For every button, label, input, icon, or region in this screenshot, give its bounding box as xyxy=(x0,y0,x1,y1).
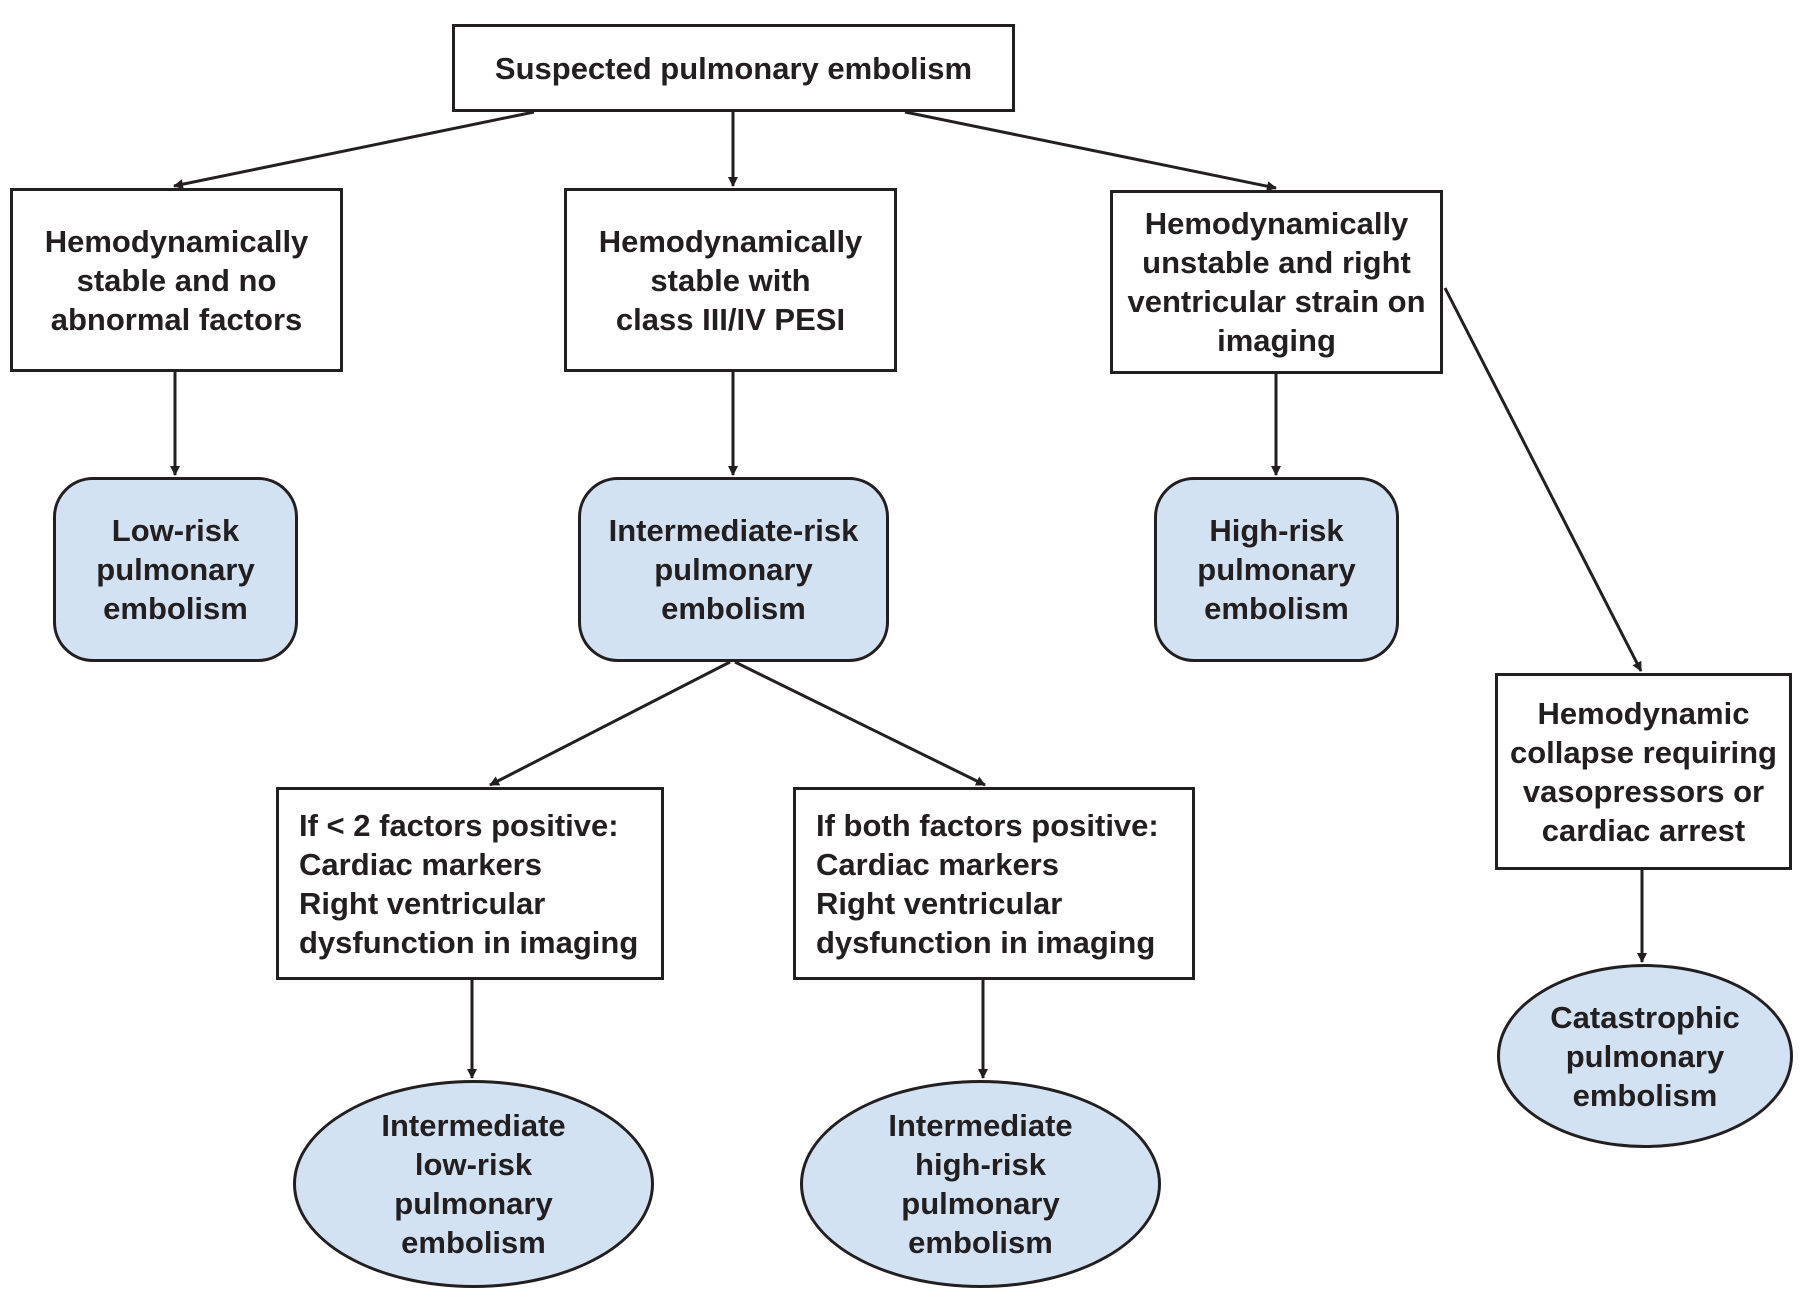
low-risk-outcome: Low-risk pulmonary embolism xyxy=(53,477,298,662)
arrow-intermediate-risk-to-both-factors xyxy=(734,660,986,787)
both-factors-label: If both factors positive: Cardiac marker… xyxy=(816,807,1159,960)
both-factors-box: If both factors positive: Cardiac marker… xyxy=(793,787,1195,980)
unstable-rv-box: Hemodynamically unstable and right ventr… xyxy=(1110,190,1443,374)
high-risk-label: High-risk pulmonary embolism xyxy=(1197,513,1356,626)
arrow-suspected-to-unstable-rv xyxy=(904,110,1277,192)
intermediate-low-risk-outcome: Intermediate low-risk pulmonary embolism xyxy=(293,1080,654,1288)
catastrophic-label: Catastrophic pulmonary embolism xyxy=(1550,999,1740,1113)
unstable-rv-label: Hemodynamically unstable and right ventr… xyxy=(1127,206,1426,358)
arrow-suspected-to-stable-no-abnormal xyxy=(173,110,535,190)
suspected-pe-label: Suspected pulmonary embolism xyxy=(494,50,973,86)
low-risk-label: Low-risk pulmonary embolism xyxy=(96,513,255,626)
intermediate-low-risk-label: Intermediate low-risk pulmonary embolism xyxy=(381,1108,566,1260)
arrow-unstable-rv-to-collapse xyxy=(1443,287,1643,672)
collapse-label: Hemodynamic collapse requiring vasopress… xyxy=(1509,695,1777,848)
less-than-two-factors-box: If < 2 factors positive: Cardiac markers… xyxy=(276,787,664,980)
intermediate-high-risk-outcome: Intermediate high-risk pulmonary embolis… xyxy=(800,1080,1161,1288)
stable-no-abnormal-label: Hemodynamically stable and no abnormal f… xyxy=(44,223,309,337)
suspected-pe-box: Suspected pulmonary embolism xyxy=(452,24,1015,112)
arrow-intermediate-risk-to-less-than-two xyxy=(489,660,731,787)
intermediate-risk-label: Intermediate-risk pulmonary embolism xyxy=(608,513,859,626)
intermediate-high-risk-label: Intermediate high-risk pulmonary embolis… xyxy=(888,1108,1073,1260)
catastrophic-outcome: Catastrophic pulmonary embolism xyxy=(1497,964,1793,1148)
high-risk-outcome: High-risk pulmonary embolism xyxy=(1154,477,1399,662)
intermediate-risk-outcome: Intermediate-risk pulmonary embolism xyxy=(578,477,889,662)
less-than-two-factors-label: If < 2 factors positive: Cardiac markers… xyxy=(299,807,639,960)
stable-pesi-box: Hemodynamically stable with class III/IV… xyxy=(564,188,897,372)
collapse-box: Hemodynamic collapse requiring vasopress… xyxy=(1495,673,1792,870)
stable-pesi-label: Hemodynamically stable with class III/IV… xyxy=(598,223,863,337)
stable-no-abnormal-box: Hemodynamically stable and no abnormal f… xyxy=(10,188,343,372)
